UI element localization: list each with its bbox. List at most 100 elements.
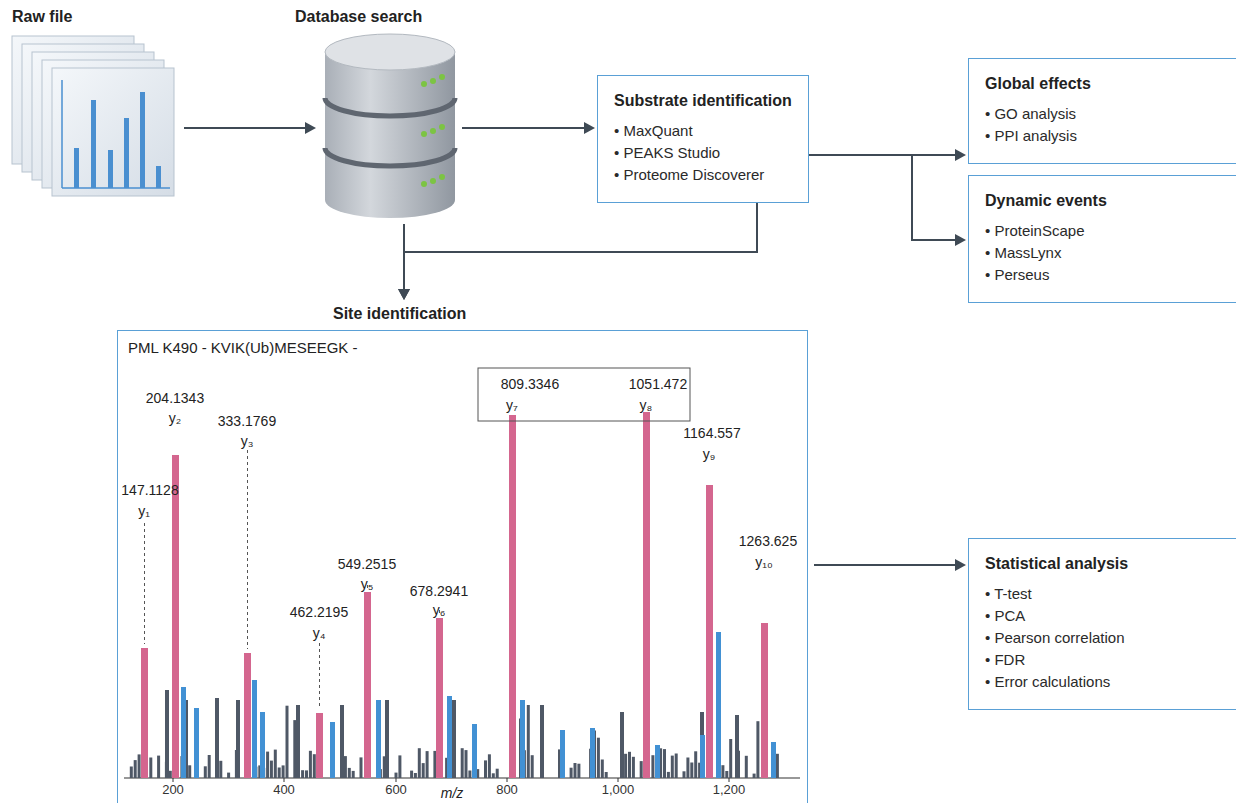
spectrum-noise <box>266 752 269 778</box>
bullet-item: • Error calculations <box>985 671 1236 693</box>
spectrum-noise <box>577 764 580 778</box>
spectrum-noise <box>360 757 363 778</box>
spectrum-noise <box>194 708 199 778</box>
spectrum-noise <box>632 757 635 778</box>
spectrum-noise <box>208 755 211 778</box>
spectrum-peak <box>643 412 650 778</box>
spectrum-peak <box>244 653 251 778</box>
spectrum-noise <box>620 712 624 778</box>
spectrum-peak <box>436 618 443 778</box>
spectrum-noise <box>771 742 776 778</box>
spectrum-axis <box>284 778 285 782</box>
database-cylinder <box>421 81 427 87</box>
spectrum-noise <box>252 680 257 778</box>
axis-tick: 600 <box>385 781 407 798</box>
database-cylinder <box>421 131 427 137</box>
raw-file-chart <box>91 100 96 188</box>
spectrum-noise <box>398 755 401 778</box>
spectrum-title: PML K490 - KVIK(Ub)MESEEGK - <box>128 339 358 356</box>
database-cylinder <box>325 52 455 218</box>
spectrum-noise <box>219 761 222 778</box>
bullet-item: • MassLynx <box>985 242 1236 264</box>
raw-file-pages <box>12 36 174 196</box>
spectrum-noise <box>700 735 705 778</box>
spectrum-noise <box>472 724 477 778</box>
spectrum-noise <box>270 761 273 778</box>
spectrum-noise <box>605 772 608 778</box>
database-cylinder <box>325 34 455 218</box>
spectrum-axis <box>507 778 508 782</box>
raw-file-chart <box>108 150 113 188</box>
spectrum-peak <box>761 623 768 778</box>
spectrum-noise <box>293 720 296 778</box>
axis-tick: 200 <box>162 781 184 798</box>
bullet-item: • Perseus <box>985 264 1236 286</box>
spectrum-noise <box>313 754 316 778</box>
spectrum-noise <box>282 765 285 778</box>
spectrum-noise <box>348 768 351 778</box>
raw-file-chart <box>124 118 129 188</box>
spectrum-noise <box>385 700 389 778</box>
peak-label: y₉ <box>703 446 716 463</box>
spectrum-noise <box>488 754 491 778</box>
database-cylinder <box>430 128 436 134</box>
peak-label: y₇ <box>506 397 518 414</box>
database-cylinder <box>439 124 445 130</box>
database-cylinder <box>325 34 455 70</box>
bullet-item: • FDR <box>985 649 1236 671</box>
spectrum-axis <box>173 778 174 782</box>
spectrum-noise <box>729 739 732 778</box>
database-cylinder <box>421 74 445 187</box>
spectrum-noise <box>215 698 219 778</box>
peak-label: 549.2515 <box>338 556 396 573</box>
database-cylinder <box>430 78 436 84</box>
spectrum-noise <box>624 754 627 778</box>
raw-file-chart <box>61 80 63 188</box>
spectrum-noise <box>278 768 281 779</box>
dashed-leader <box>145 450 440 709</box>
peak-label: 1263.625 <box>739 533 797 550</box>
peak-label: y₁ <box>138 503 150 520</box>
peak-label: y₈ <box>640 397 653 414</box>
arrowhead <box>955 559 966 571</box>
database-cylinder <box>439 74 445 80</box>
spectrum-noise <box>686 758 689 779</box>
bullet-item: • PCA <box>985 605 1236 627</box>
database-cylinder <box>325 148 455 166</box>
spectrum-noise <box>447 696 452 778</box>
spectrum-noise <box>204 766 207 778</box>
arrowhead <box>398 289 410 300</box>
spectrum-noise <box>305 770 308 778</box>
database-cylinder <box>325 98 455 116</box>
spectrum-noise <box>352 771 355 778</box>
spectrum-noise <box>492 773 495 778</box>
connector <box>462 127 586 129</box>
spectrum-noise <box>468 771 471 779</box>
spectrum-noise <box>376 700 381 778</box>
spectrum-noise <box>628 752 631 778</box>
spectrum-noise <box>260 712 265 778</box>
spectrum-panel: Site identificationPML K490 - KVIK(Ub)ME… <box>117 330 808 803</box>
spectrum-noise <box>651 755 654 778</box>
spectrum-noise <box>418 748 421 778</box>
highlight-box <box>478 368 690 421</box>
spectrum-noise <box>274 750 277 778</box>
spectrum-noise <box>484 760 487 778</box>
raw-file-chart <box>62 80 170 188</box>
spectrum-peak <box>364 592 371 778</box>
raw-file-pages <box>52 68 174 196</box>
spectrum-noise <box>286 706 289 778</box>
peak-label: 147.1128 <box>121 482 178 499</box>
spectrum-noise <box>340 705 344 778</box>
bullet-item: • Pearson correlation <box>985 627 1236 649</box>
spectrum-noise <box>188 765 191 778</box>
spectrum-noise <box>452 700 456 778</box>
spectrum-peak <box>141 648 148 778</box>
connector <box>404 203 757 291</box>
spectrum-noise <box>296 705 300 778</box>
spectrum-noise <box>570 768 573 778</box>
peak-label: y₅ <box>361 576 374 593</box>
spectrum-noise <box>138 754 141 778</box>
spectrum-noise <box>330 722 335 778</box>
spectrum-noise <box>169 771 172 778</box>
